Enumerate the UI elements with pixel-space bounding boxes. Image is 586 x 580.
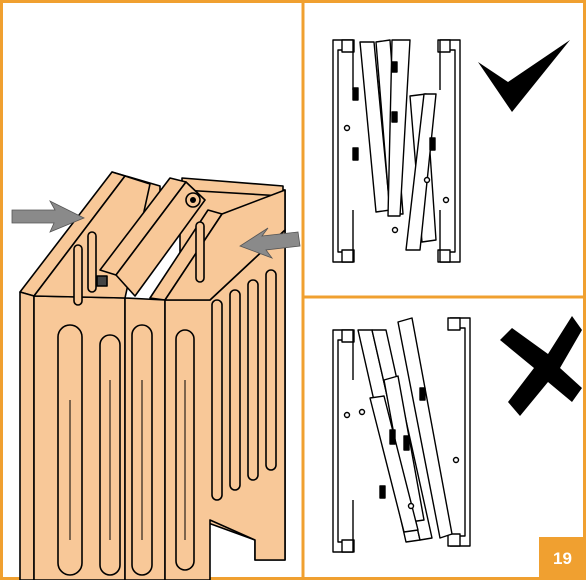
front-left-face xyxy=(19,291,35,580)
slot xyxy=(73,244,83,306)
check-icon xyxy=(478,40,570,112)
slot xyxy=(229,289,241,491)
correct-w-fold-diagram xyxy=(332,39,461,263)
push-arrows xyxy=(11,200,301,259)
push-left-arrow-icon xyxy=(239,227,301,259)
page-number-badge xyxy=(539,537,586,580)
incorrect-n-fold-diagram xyxy=(332,317,471,553)
slot xyxy=(247,279,259,481)
hinge-icon xyxy=(96,275,108,287)
right-panel-top xyxy=(164,189,286,301)
cross-icon xyxy=(500,316,582,416)
slot xyxy=(211,299,223,501)
slot xyxy=(195,221,205,283)
assembled-folding-stand-illustration xyxy=(19,171,286,580)
slot xyxy=(265,269,277,471)
slot xyxy=(87,231,97,293)
page-number: 19 xyxy=(553,548,572,568)
push-right-arrow-icon xyxy=(11,200,85,233)
diagonal-panel-2 xyxy=(115,181,206,297)
